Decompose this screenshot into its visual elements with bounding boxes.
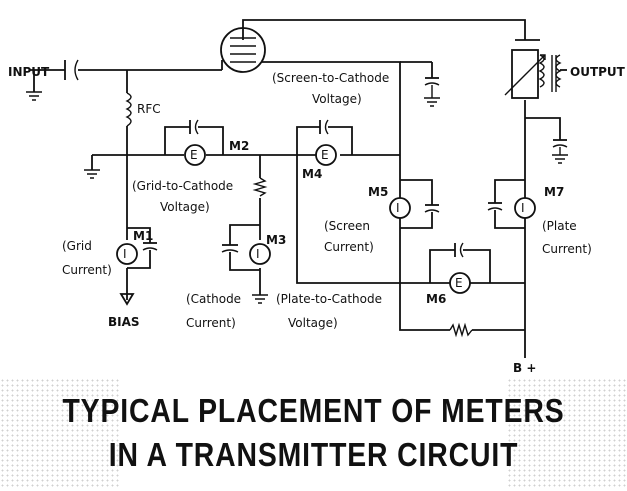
b-plus-label: B +: [513, 361, 536, 375]
screen-to-cathode-label-2: Voltage): [312, 92, 362, 106]
input-capacitor: [64, 59, 79, 81]
cathode-current-label-2: Current): [186, 316, 236, 330]
meter-m3: I: [249, 243, 271, 265]
print-texture-right: [507, 378, 627, 488]
meter-m1-label: M1: [133, 229, 153, 243]
meter-m2-label: M2: [229, 139, 249, 153]
meter-m3-symbol: I: [256, 247, 260, 261]
meter-m7-symbol: I: [521, 201, 525, 215]
caption-line-2: IN A TRANSMITTER CIRCUIT: [108, 436, 519, 473]
plate-feed-resistor: [449, 322, 473, 338]
transmitter-circuit-schematic: I E I E I E I INPUT OUTPUT RFC (Screen-t…: [8, 19, 626, 375]
grid-to-cathode-label-2: Voltage): [160, 200, 210, 214]
cathode-current-label-1: (Cathode: [186, 292, 241, 306]
meter-m4-symbol: E: [321, 148, 329, 162]
wires: [30, 19, 561, 358]
meter-m5-symbol: I: [396, 201, 400, 215]
plate-current-label-2: Current): [542, 242, 592, 256]
bias-arrow: [119, 293, 135, 306]
meter-m2: E: [184, 144, 206, 166]
screen-current-label-1: (Screen: [324, 219, 370, 233]
vacuum-tube: [220, 27, 266, 73]
plate-to-cathode-label-1: (Plate-to-Cathode: [276, 292, 382, 306]
meter-m6-label: M6: [426, 292, 446, 306]
grid-to-cathode-label-1: (Grid-to-Cathode: [132, 179, 233, 193]
plate-to-cathode-label-2: Voltage): [288, 316, 338, 330]
meter-m5: I: [389, 197, 411, 219]
meter-m6-symbol: E: [455, 276, 463, 290]
caption-line-1: TYPICAL PLACEMENT OF METERS: [62, 392, 565, 429]
ground-symbols: [26, 85, 568, 304]
meter-m7-label: M7: [544, 185, 564, 199]
grid-current-label-1: (Grid: [62, 239, 92, 253]
print-texture-left: [0, 378, 120, 488]
meter-m1-symbol: I: [123, 247, 127, 261]
bias-label: BIAS: [108, 315, 140, 329]
plate-current-label-1: (Plate: [542, 219, 577, 233]
meter-m2-symbol: E: [190, 148, 198, 162]
meter-m4: E: [315, 144, 337, 166]
screen-to-cathode-label-1: (Screen-to-Cathode: [272, 71, 389, 85]
rfc-label: RFC: [137, 102, 161, 116]
meter-m7: I: [514, 197, 536, 219]
output-label: OUTPUT: [570, 65, 626, 79]
bypass-capacitors: [142, 77, 568, 258]
meter-m5-label: M5: [368, 185, 388, 199]
grid-current-label-2: Current): [62, 263, 112, 277]
grid-resistor: [252, 177, 268, 197]
meter-m3-label: M3: [266, 233, 286, 247]
meter-m1: I: [116, 243, 138, 265]
screen-current-label-2: Current): [324, 240, 374, 254]
rfc-inductor: [125, 92, 132, 127]
output-tank-circuit: [504, 49, 567, 99]
meter-m6: E: [449, 272, 471, 294]
input-label: INPUT: [8, 65, 50, 79]
meter-m4-label: M4: [302, 167, 322, 181]
